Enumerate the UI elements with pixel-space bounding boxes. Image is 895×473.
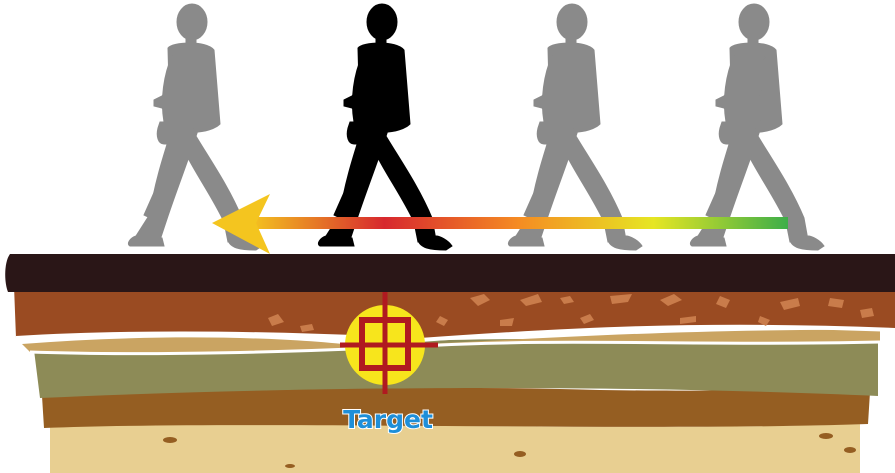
soil-layers (14, 286, 895, 473)
walking-person-icon (690, 4, 824, 250)
brown-band-layer (42, 388, 870, 428)
arrow-shaft (250, 217, 788, 229)
walking-person-icon (318, 4, 452, 250)
sand-bottom-layer (50, 424, 860, 473)
target-label: Target (343, 405, 433, 434)
walking-person-icon (508, 4, 642, 250)
ground-surface (5, 254, 895, 292)
